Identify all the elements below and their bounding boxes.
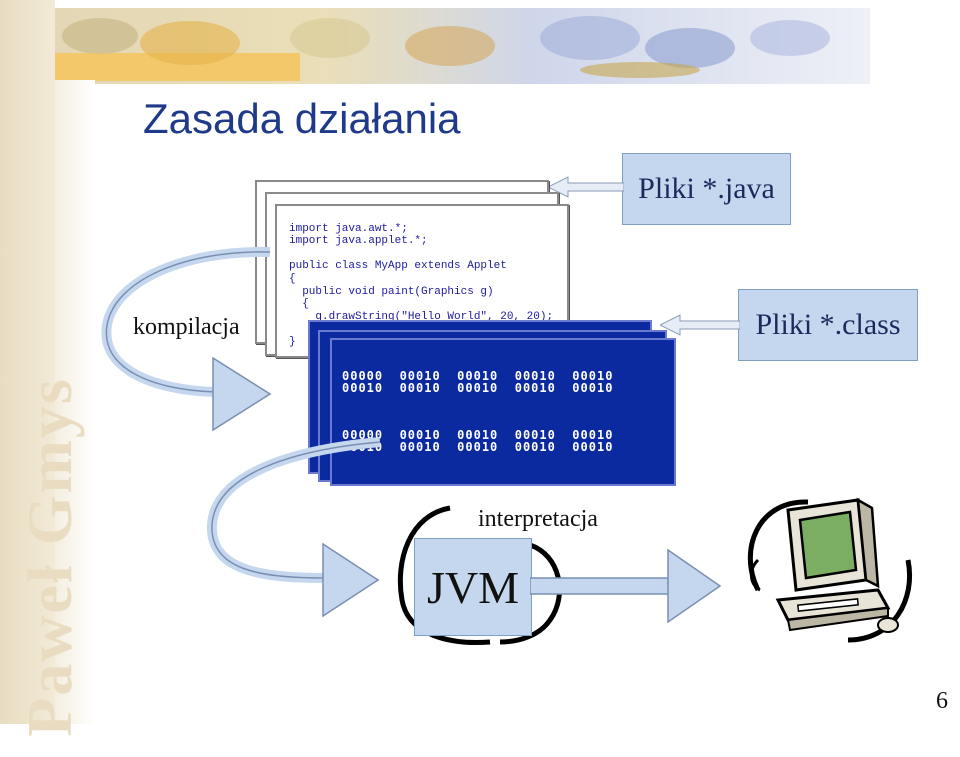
code-line: public void paint(Graphics g) bbox=[289, 285, 494, 298]
code-line: } bbox=[289, 335, 296, 348]
floral-banner bbox=[30, 8, 870, 84]
page-number: 6 bbox=[936, 688, 948, 714]
code-line: { bbox=[289, 298, 309, 311]
arrow-left-icon bbox=[548, 176, 624, 198]
code-line: import java.applet.*; bbox=[289, 235, 428, 248]
interpret-flow-arrow bbox=[206, 437, 381, 618]
computer-icon bbox=[747, 497, 912, 643]
code-line: public class MyApp extends Applet bbox=[289, 260, 507, 273]
arrow-left-icon bbox=[660, 314, 740, 336]
compile-label: kompilacja bbox=[133, 314, 240, 340]
code-line: import java.awt.*; bbox=[289, 222, 408, 235]
class-files-label: Pliki *.class bbox=[738, 289, 918, 361]
interpret-label: interpretacja bbox=[478, 506, 598, 532]
jvm-box: JVM bbox=[414, 538, 532, 636]
code-line: g.drawString("Hello World", 20, 20); bbox=[289, 310, 554, 323]
code-block: import java.awt.*;import java.applet.*; p… bbox=[277, 206, 567, 374]
jvm-label: JVM bbox=[426, 561, 520, 613]
binary-row: 00000 00010 00010 00010 00010 00010 0001… bbox=[342, 487, 614, 513]
arrow-right-icon bbox=[530, 548, 722, 624]
jvm-swirl bbox=[397, 505, 563, 645]
compile-flow-arrow bbox=[101, 246, 272, 432]
slide-title: Zasada działania bbox=[143, 95, 461, 142]
left-strip-light bbox=[55, 80, 95, 724]
author-vertical-text: Paweł Gmys bbox=[14, 377, 85, 737]
java-files-label: Pliki *.java bbox=[622, 153, 791, 225]
binary-row: 00000 00010 00010 00010 00010 00010 0001… bbox=[342, 369, 614, 395]
class-files-text: Pliki *.class bbox=[755, 308, 901, 341]
java-files-text: Pliki *.java bbox=[638, 172, 775, 205]
left-strip bbox=[0, 0, 55, 724]
code-line: { bbox=[289, 272, 296, 285]
